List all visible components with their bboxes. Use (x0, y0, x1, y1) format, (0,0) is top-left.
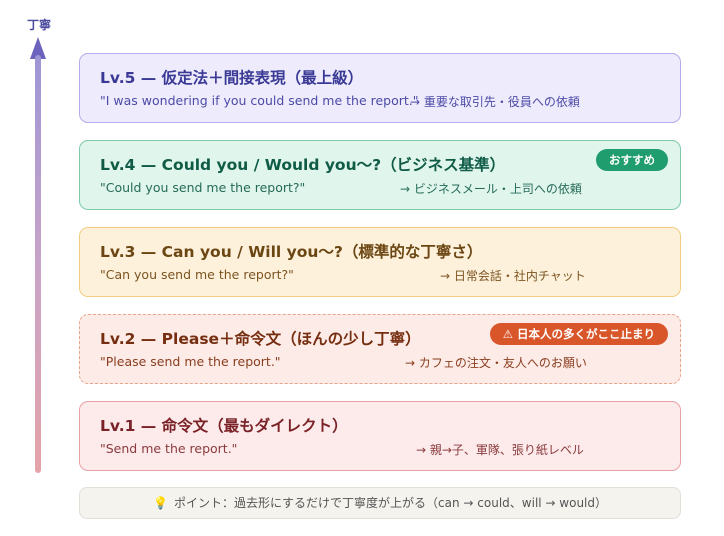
level-card-2: Lv.2 — Please＋命令文（ほんの少し丁寧） ⚠ 日本人の多くがここ止ま… (79, 314, 681, 384)
level-usage: → 親→子、軍隊、張り紙レベル (416, 443, 584, 457)
level-example: "Send me the report." (100, 441, 238, 456)
level-title: Lv.2 — Please＋命令文（ほんの少し丁寧） (100, 330, 421, 348)
level-example: "Could you send me the report?" (100, 180, 306, 195)
level-title: Lv.5 — 仮定法＋間接表現（最上級） (100, 69, 364, 87)
level-usage: → カフェの注文・友人へのお願い (405, 356, 587, 370)
level-title: Lv.4 — Could you / Would you〜?（ビジネス基準） (100, 156, 506, 174)
recommended-badge: おすすめ (596, 149, 668, 171)
axis-arrowhead-icon (30, 37, 46, 59)
level-example: "Can you send me the report?" (100, 267, 294, 282)
level-example: "Please send me the report." (100, 354, 281, 369)
level-usage: → ビジネスメール・上司への依頼 (400, 182, 582, 196)
level-card-3: Lv.3 — Can you / Will you〜?（標準的な丁寧さ） "Ca… (79, 227, 681, 297)
level-title: Lv.1 — 命令文（最もダイレクト） (100, 417, 348, 435)
axis-label: 丁寧 (26, 18, 51, 32)
level-usage: → 重要な取引先・役員への依頼 (410, 95, 580, 109)
level-card-1: Lv.1 — 命令文（最もダイレクト） "Send me the report.… (79, 401, 681, 471)
level-example: "I was wondering if you could send me th… (100, 93, 419, 108)
warning-badge: ⚠ 日本人の多くがここ止まり (489, 323, 668, 345)
level-usage: → 日常会話・社内チャット (440, 269, 586, 283)
axis-line (35, 55, 41, 473)
level-title: Lv.3 — Can you / Will you〜?（標準的な丁寧さ） (100, 243, 483, 261)
tip-text: ポイント：過去形にするだけで丁寧度が上がる（can → could、will →… (173, 496, 608, 510)
level-card-5: Lv.5 — 仮定法＋間接表現（最上級） "I was wondering if… (79, 53, 681, 123)
level-card-4: Lv.4 — Could you / Would you〜?（ビジネス基準） お… (79, 140, 681, 210)
lightbulb-icon: 💡 (152, 496, 168, 510)
tip-box: 💡 ポイント：過去形にするだけで丁寧度が上がる（can → could、will … (79, 487, 681, 519)
